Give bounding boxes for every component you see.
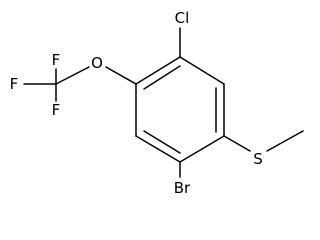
benzene-ring xyxy=(135,56,225,163)
ring-bond-bottom-left-inner xyxy=(143,130,181,154)
ring-bond-bottom-right xyxy=(179,135,225,163)
atom-label-sulfur: S xyxy=(253,150,263,168)
bond-c-s xyxy=(223,135,251,152)
ring-bond-top-left xyxy=(135,56,181,85)
bond-c-o xyxy=(105,66,137,85)
chemical-structure: Cl Br S O F F F xyxy=(10,9,304,197)
atom-label-chlorine: Cl xyxy=(175,9,190,27)
atom-label-fluorine-bottom: F xyxy=(52,101,61,119)
atom-label-bromine: Br xyxy=(174,179,191,197)
atom-label-fluorine-top: F xyxy=(52,51,61,69)
bond-s-methyl xyxy=(266,130,304,152)
bond-o-cf3 xyxy=(55,66,90,85)
atom-label-fluorine-left: F xyxy=(10,75,19,93)
ring-bond-top-left-inner xyxy=(143,65,181,90)
ring-bond-top-right xyxy=(179,56,225,85)
atom-label-oxygen: O xyxy=(91,54,103,72)
ring-bond-bottom-left xyxy=(135,135,181,163)
